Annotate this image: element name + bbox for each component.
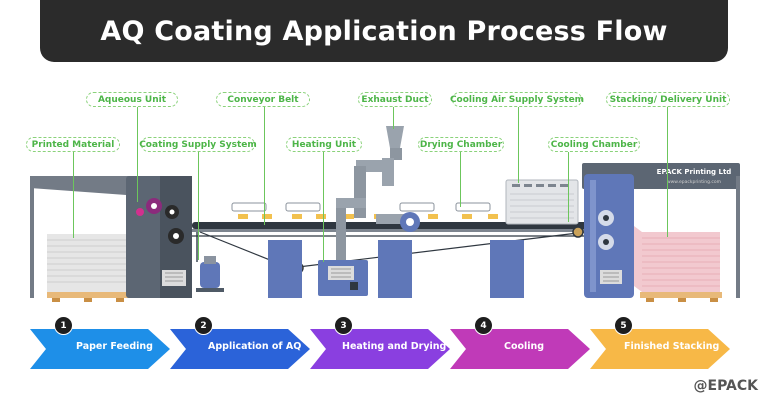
leader-exhaust-duct	[393, 107, 394, 129]
label-coating-supply: Coating Supply System	[139, 137, 257, 152]
step-4-number: 4	[474, 316, 493, 335]
brand-logo: @EPACK	[693, 378, 759, 394]
step-3-number: 3	[334, 316, 353, 335]
conveyor-stands	[268, 240, 524, 298]
label-exhaust-duct: Exhaust Duct	[358, 92, 432, 107]
step-3: 3 Heating and Drying	[310, 316, 456, 375]
leader-stacking	[667, 107, 668, 237]
step-3-label: Heating and Drying	[342, 341, 447, 352]
label-printed-material: Printed Material	[26, 137, 120, 152]
step-2-arrow	[170, 329, 310, 369]
title-bar: AQ Coating Application Process Flow	[40, 0, 728, 62]
leader-coating-supply	[198, 152, 199, 260]
heat-lamps	[238, 214, 498, 219]
leader-cooling-air	[518, 107, 519, 183]
leader-heating-unit	[323, 152, 324, 262]
step-4-label: Cooling	[504, 341, 545, 352]
step-2-number: 2	[194, 316, 213, 335]
printed-material-stack	[47, 234, 129, 302]
stacking-delivery-unit	[584, 174, 634, 298]
step-1: 1 Paper Feeding	[30, 316, 176, 375]
label-cooling-chamber: Cooling Chamber	[548, 137, 640, 152]
step-5-arrow	[590, 329, 730, 369]
step-3-arrow	[310, 329, 450, 369]
coating-supply-tank	[196, 228, 224, 292]
label-cooling-air-supply: Cooling Air Supply System	[450, 92, 584, 107]
exhaust-duct	[336, 126, 420, 260]
leader-drying-chamber	[460, 152, 461, 207]
leader-printed-material	[73, 152, 74, 238]
label-drying-chamber: Drying Chamber	[418, 137, 504, 152]
leader-cooling-chamber	[568, 152, 569, 222]
heating-unit	[318, 260, 368, 296]
cooling-air-supply-unit	[505, 179, 579, 225]
step-4-arrow	[450, 329, 590, 369]
step-5: 5 Finished Stacking	[590, 316, 736, 375]
aqueous-unit	[126, 176, 192, 298]
step-2-label: Application of AQ	[208, 341, 302, 352]
step-1-arrow	[30, 329, 170, 369]
label-aqueous-unit: Aqueous Unit	[86, 92, 178, 107]
label-stacking-delivery: Stacking/ Delivery Unit	[606, 92, 730, 107]
step-4: 4 Cooling	[450, 316, 596, 375]
sign-url: www.epackprinting.com	[667, 179, 721, 185]
step-1-number: 1	[54, 316, 73, 335]
machine-illustration: EPACK Printing Ltd www.epackprinting.com	[30, 126, 740, 302]
leader-conveyor-belt	[264, 107, 265, 225]
step-5-label: Finished Stacking	[624, 341, 720, 352]
label-conveyor-belt: Conveyor Belt	[216, 92, 310, 107]
step-5-number: 5	[614, 316, 633, 335]
finished-stack	[634, 176, 740, 302]
step-2: 2 Application of AQ	[170, 316, 316, 375]
label-heating-unit: Heating Unit	[286, 137, 362, 152]
sign-name: EPACK Printing Ltd	[657, 168, 732, 176]
sheets-on-belt	[231, 202, 491, 212]
page-title: AQ Coating Application Process Flow	[100, 15, 668, 47]
process-steps: 1 Paper Feeding 2 Application of AQ 3 He…	[0, 316, 768, 375]
step-1-label: Paper Feeding	[76, 341, 153, 352]
leader-aqueous-unit	[137, 107, 138, 202]
